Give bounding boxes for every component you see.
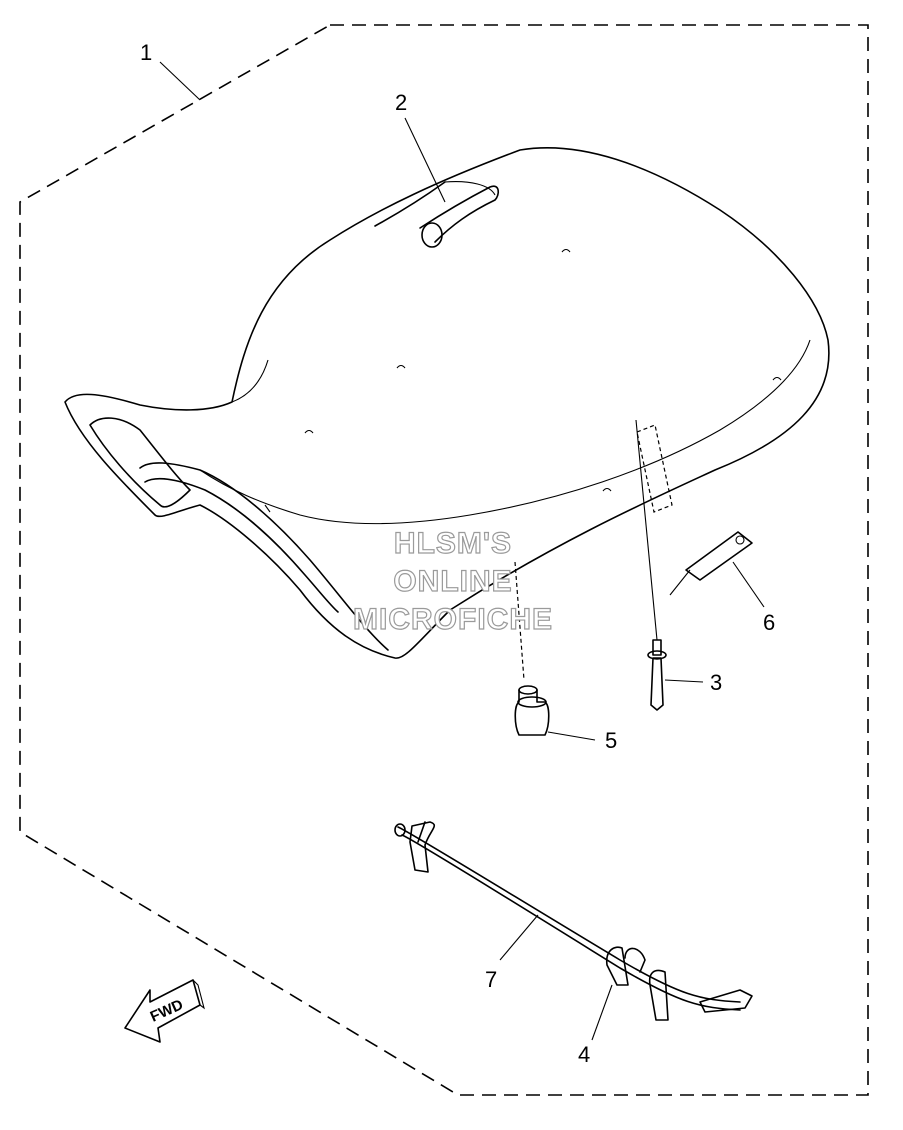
callout-2: 2: [395, 90, 407, 115]
seat-body: [64, 147, 830, 659]
callout-3: 3: [710, 670, 722, 695]
leader-7: [499, 914, 539, 961]
leader-4: [591, 984, 613, 1041]
watermark-line-2: ONLINE: [393, 565, 512, 598]
watermark-line-1: HLSM'S: [394, 527, 512, 560]
leader-2: [404, 117, 446, 203]
watermark: HLSM'S ONLINE MICROFICHE: [352, 526, 553, 636]
assembly-boundary: [19, 24, 869, 1096]
seat-strap: [374, 181, 500, 248]
callout-4: 4: [578, 1042, 590, 1067]
watermark-line-3: MICROFICHE: [353, 603, 553, 636]
damper-pad: [669, 531, 753, 596]
grommet: [514, 561, 550, 736]
leader-1: [159, 61, 201, 101]
leader-5: [547, 731, 596, 741]
screw: [635, 419, 673, 711]
forward-arrow-icon: FWD: [124, 979, 205, 1043]
leader-3: [664, 679, 704, 683]
callout-7: 7: [485, 967, 497, 992]
seat-lock-rod: [394, 821, 753, 1021]
callout-6: 6: [763, 610, 775, 635]
leader-6: [732, 561, 765, 608]
callout-1: 1: [140, 40, 152, 65]
callout-5: 5: [605, 728, 617, 753]
